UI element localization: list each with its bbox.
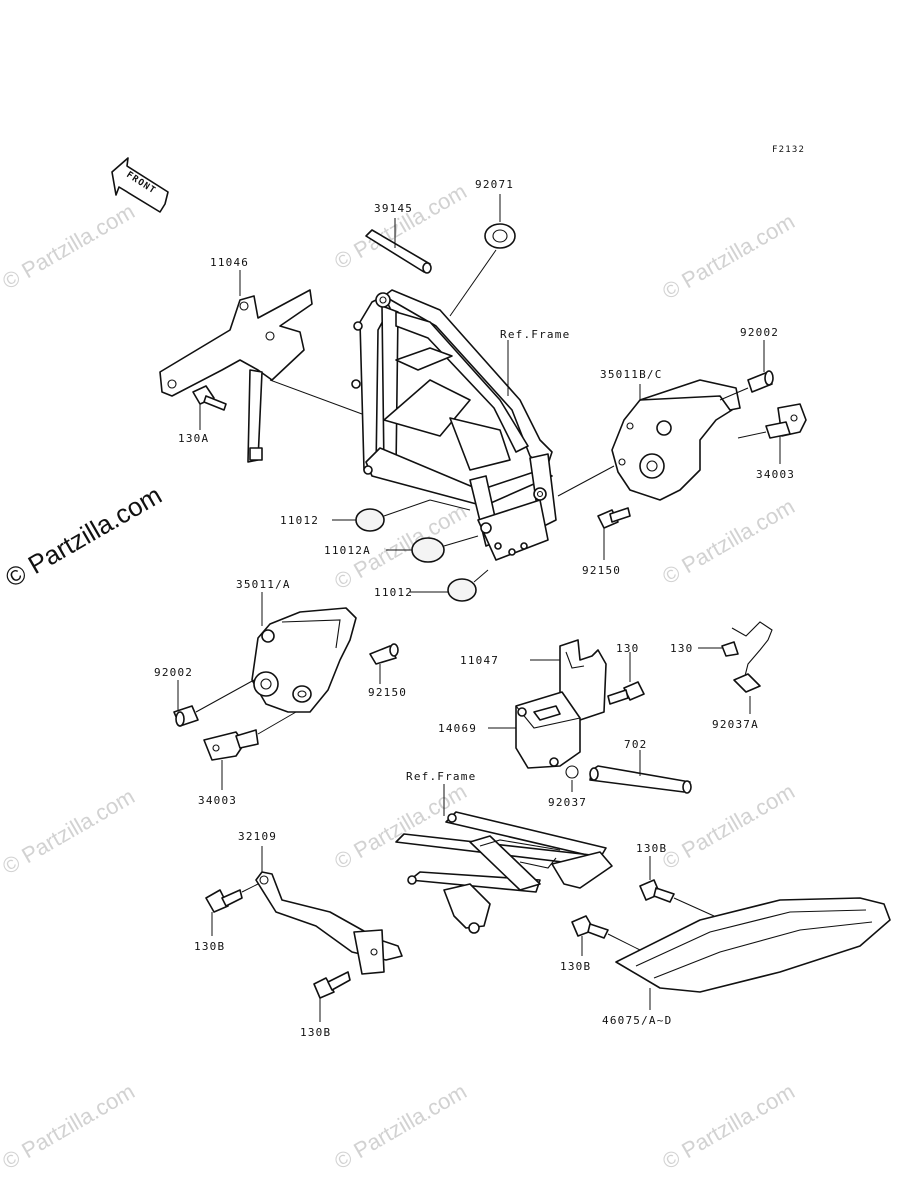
part-46075: 46075/A~D xyxy=(602,897,891,1027)
part-92002-left: 92002 xyxy=(154,666,255,727)
callout-130b-right-upper: 130B xyxy=(636,842,667,855)
callout-ref-frame-top: Ref.Frame xyxy=(500,328,570,341)
callout-130b-left-upper: 130B xyxy=(194,940,225,953)
part-92037: 92037 xyxy=(548,765,587,809)
part-34003-left: 34003 xyxy=(198,711,297,807)
callout-46075: 46075/A~D xyxy=(602,1014,672,1027)
diagram-code: F2132 xyxy=(772,145,805,155)
callout-11012a: 11012A xyxy=(324,544,371,557)
callout-ref-frame-bottom: Ref.Frame xyxy=(406,770,476,783)
part-130b-left-lower: 130B xyxy=(300,971,351,1039)
part-130b-right-lower: 130B xyxy=(560,915,641,973)
callout-92150-right: 92150 xyxy=(582,564,621,577)
callout-11047: 11047 xyxy=(460,654,499,667)
part-130-middle: 130 xyxy=(607,642,645,705)
watermark: © Partzilla.com xyxy=(658,779,799,875)
part-32109: 32109 xyxy=(238,830,403,975)
part-11012a: 11012A xyxy=(324,535,479,563)
part-92002-right: 92002 xyxy=(719,326,779,401)
watermark: © Partzilla.com xyxy=(658,1079,799,1175)
callout-702: 702 xyxy=(624,738,647,751)
watermark: © Partzilla.com xyxy=(0,784,139,880)
part-702: 702 xyxy=(589,738,692,794)
part-14069: 14069 xyxy=(438,691,581,769)
callout-35011a: 35011/A xyxy=(236,578,291,591)
watermark: © Partzilla.com xyxy=(330,179,471,275)
callout-130-right: 130 xyxy=(670,642,693,655)
callout-92002-left: 92002 xyxy=(154,666,193,679)
part-11012-bottom: 11012 xyxy=(374,569,489,602)
callout-92037a: 92037A xyxy=(712,718,759,731)
watermark: © Partzilla.com xyxy=(0,199,139,295)
callout-32109: 32109 xyxy=(238,830,277,843)
callout-11012-bottom: 11012 xyxy=(374,586,413,599)
callout-14069: 14069 xyxy=(438,722,477,735)
callout-34003-left: 34003 xyxy=(198,794,237,807)
part-130-right: 130 xyxy=(670,641,739,657)
watermark-large: © Partzilla.com xyxy=(0,480,167,594)
part-35011bc: 35011B/C xyxy=(557,368,741,501)
callout-35011bc: 35011B/C xyxy=(600,368,663,381)
callout-11012-top: 11012 xyxy=(280,514,319,527)
callout-11046: 11046 xyxy=(210,256,249,269)
part-130b-left-upper: 130B xyxy=(194,883,259,953)
watermark: © Partzilla.com xyxy=(658,494,799,590)
part-92150-right: 92150 xyxy=(582,507,631,577)
part-92150-left: 92150 xyxy=(368,643,407,699)
callout-130-middle: 130 xyxy=(616,642,639,655)
part-39145: 39145 xyxy=(365,202,432,274)
callout-92071: 92071 xyxy=(475,178,514,191)
watermark: © Partzilla.com xyxy=(658,209,799,305)
callout-92150-left: 92150 xyxy=(368,686,407,699)
callout-130b-left-lower: 130B xyxy=(300,1026,331,1039)
rear-subframe: Ref.Frame xyxy=(395,770,613,934)
part-11046: 11046 xyxy=(159,256,363,463)
callout-92037: 92037 xyxy=(548,796,587,809)
callout-92002-right: 92002 xyxy=(740,326,779,339)
part-34003-right: 34003 xyxy=(737,403,807,481)
part-11012-top: 11012 xyxy=(280,499,471,532)
part-130b-right-upper: 130B xyxy=(636,842,715,917)
part-92037a: 92037A xyxy=(712,621,773,731)
main-frame xyxy=(351,289,557,561)
callout-39145: 39145 xyxy=(374,202,413,215)
callout-130a: 130A xyxy=(178,432,209,445)
part-11047: 11047 xyxy=(460,639,607,721)
part-35011a: 35011/A xyxy=(236,578,357,713)
part-92071: 92071 xyxy=(449,178,516,317)
watermark: © Partzilla.com xyxy=(0,1079,139,1175)
part-130a: 130A xyxy=(178,385,227,445)
watermark: © Partzilla.com xyxy=(330,1079,471,1175)
callout-34003-right: 34003 xyxy=(756,468,795,481)
watermark: © Partzilla.com xyxy=(330,779,471,875)
callout-130b-right-lower: 130B xyxy=(560,960,591,973)
